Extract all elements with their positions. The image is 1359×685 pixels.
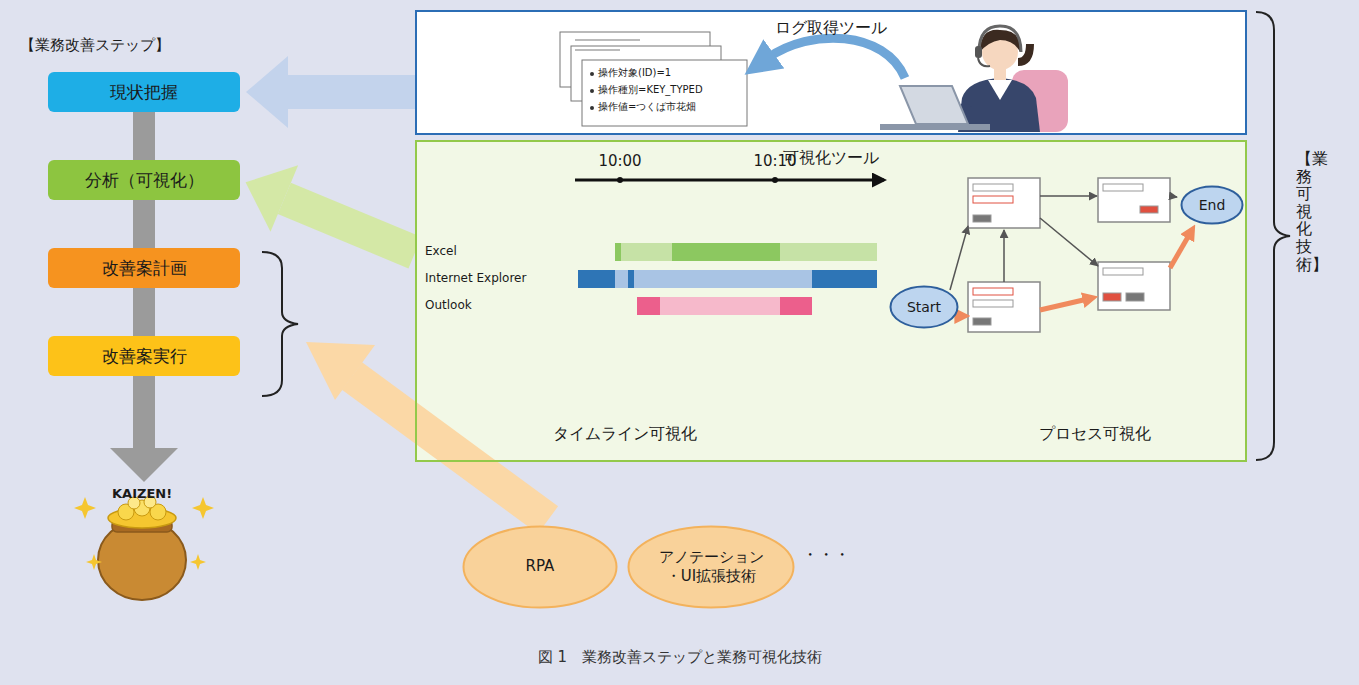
tech-bracket bbox=[1256, 12, 1290, 460]
connector-line bbox=[288, 75, 415, 109]
node-text: 改善案計画 bbox=[102, 257, 187, 280]
ellipse-shape bbox=[891, 287, 958, 328]
flow-connector bbox=[144, 288, 145, 336]
connector-line bbox=[133, 288, 155, 336]
timeline-chart bbox=[575, 177, 884, 315]
tool-panel: 可視化ツール Start End bbox=[415, 140, 1247, 462]
step-arrow-tail bbox=[110, 376, 178, 482]
step-box: 改善案計画 bbox=[48, 248, 240, 288]
tools-arrow bbox=[306, 342, 548, 520]
view-name: プロセス可視化 bbox=[1039, 424, 1151, 443]
node-text: アノテーション・UI拡張技術 bbox=[656, 548, 767, 587]
time-tick: 10:00 bbox=[598, 152, 641, 170]
log-capture-arrow bbox=[768, 38, 905, 78]
app-name: Outlook bbox=[425, 298, 472, 312]
flow-connector bbox=[144, 112, 145, 160]
tech-ellipse: RPA bbox=[462, 525, 618, 609]
connector-head bbox=[246, 56, 288, 128]
group-name: 【業務可視化技術】 bbox=[1296, 150, 1312, 273]
connector-head bbox=[246, 165, 299, 231]
connector-line bbox=[133, 200, 155, 248]
terminal-ellipse: Start bbox=[889, 285, 959, 329]
node-text: End bbox=[1199, 197, 1226, 213]
operator-figure bbox=[880, 26, 1068, 132]
ellipsis-mark: ・・・ bbox=[802, 545, 850, 564]
figure-caption: 図 1 業務改善ステップと業務可視化技術 bbox=[538, 648, 822, 667]
ellipse-shape bbox=[629, 527, 794, 608]
node-text: ログ取得ツール bbox=[775, 18, 887, 39]
kaizen-text: KAIZEN! bbox=[112, 486, 172, 502]
ellipse-shape bbox=[1182, 187, 1243, 224]
node-text: 現状把握 bbox=[110, 81, 178, 104]
process-screens bbox=[968, 178, 1170, 332]
plan-bracket bbox=[262, 252, 298, 396]
node-text: 改善案実行 bbox=[102, 345, 187, 368]
log-line: 操作対象(ID)=1 bbox=[598, 67, 671, 79]
kaizen-pot bbox=[74, 496, 214, 600]
process-arrows bbox=[950, 196, 1192, 316]
connector-line bbox=[133, 112, 155, 160]
step-box: 現状把握 bbox=[48, 72, 240, 112]
app-name: Internet Explorer bbox=[425, 271, 526, 285]
time-tick: 10:10 bbox=[753, 152, 796, 170]
node-text: Start bbox=[907, 299, 941, 315]
tool-panel: ログ取得ツール bbox=[415, 10, 1247, 135]
flow-connector bbox=[144, 200, 145, 248]
log-line: 操作値=つくば市花畑 bbox=[598, 101, 696, 113]
vis-panel-ground bbox=[415, 140, 1247, 462]
flow-connector bbox=[246, 165, 415, 253]
log-panel-ground bbox=[415, 10, 1247, 135]
view-name: タイムライン可視化 bbox=[553, 424, 697, 443]
ellipse-shape bbox=[464, 527, 617, 608]
step-box: 改善案実行 bbox=[48, 336, 240, 376]
node-text: 分析（可視化） bbox=[85, 169, 204, 192]
terminal-ellipse: End bbox=[1180, 185, 1244, 225]
log-line: 操作種別=KEY_TYPED bbox=[598, 84, 703, 96]
log-papers bbox=[560, 32, 747, 126]
step-box: 分析（可視化） bbox=[48, 160, 240, 200]
node-text: 可視化ツール bbox=[783, 148, 879, 169]
node-text: RPA bbox=[526, 557, 555, 577]
app-name: Excel bbox=[425, 244, 457, 258]
tech-ellipse: アノテーション・UI拡張技術 bbox=[627, 525, 795, 609]
flow-connector bbox=[246, 56, 415, 128]
section-title: 【業務改善ステップ】 bbox=[20, 36, 170, 54]
connector-line bbox=[284, 198, 415, 252]
